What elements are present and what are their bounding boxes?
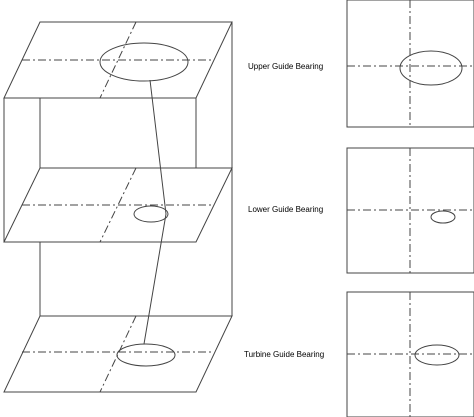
turbine-bearing-panel: [346, 291, 474, 417]
turbine-panel-ellipse: [414, 344, 460, 366]
upper-bearing-ellipse: [99, 42, 189, 82]
upper-guide-bearing-label: Upper Guide Bearing: [248, 62, 323, 71]
turbine-plane: [3, 315, 233, 393]
lower-guide-bearing-label: Lower Guide Bearing: [248, 205, 323, 214]
upper-panel-border: [346, 0, 474, 128]
upper-plane-axis-diagonal: [99, 21, 137, 99]
lower-plane: [3, 167, 233, 243]
turbine-plane-axis-diagonal: [99, 315, 137, 393]
lower-plane-axis-diagonal: [99, 167, 137, 243]
lower-bearing-ellipse: [133, 205, 169, 223]
turbine-guide-bearing-label: Turbine Guide Bearing: [244, 350, 324, 359]
upper-plane: [3, 21, 233, 99]
lower-bearing-panel: [346, 147, 474, 274]
lower-panel-ellipse: [430, 210, 456, 224]
upper-panel-ellipse: [399, 50, 463, 86]
turbine-bearing-ellipse: [116, 343, 176, 367]
shaft-line: [143, 79, 167, 345]
turbine-plane-outline: [3, 315, 233, 393]
upper-bearing-panel: [346, 0, 474, 128]
